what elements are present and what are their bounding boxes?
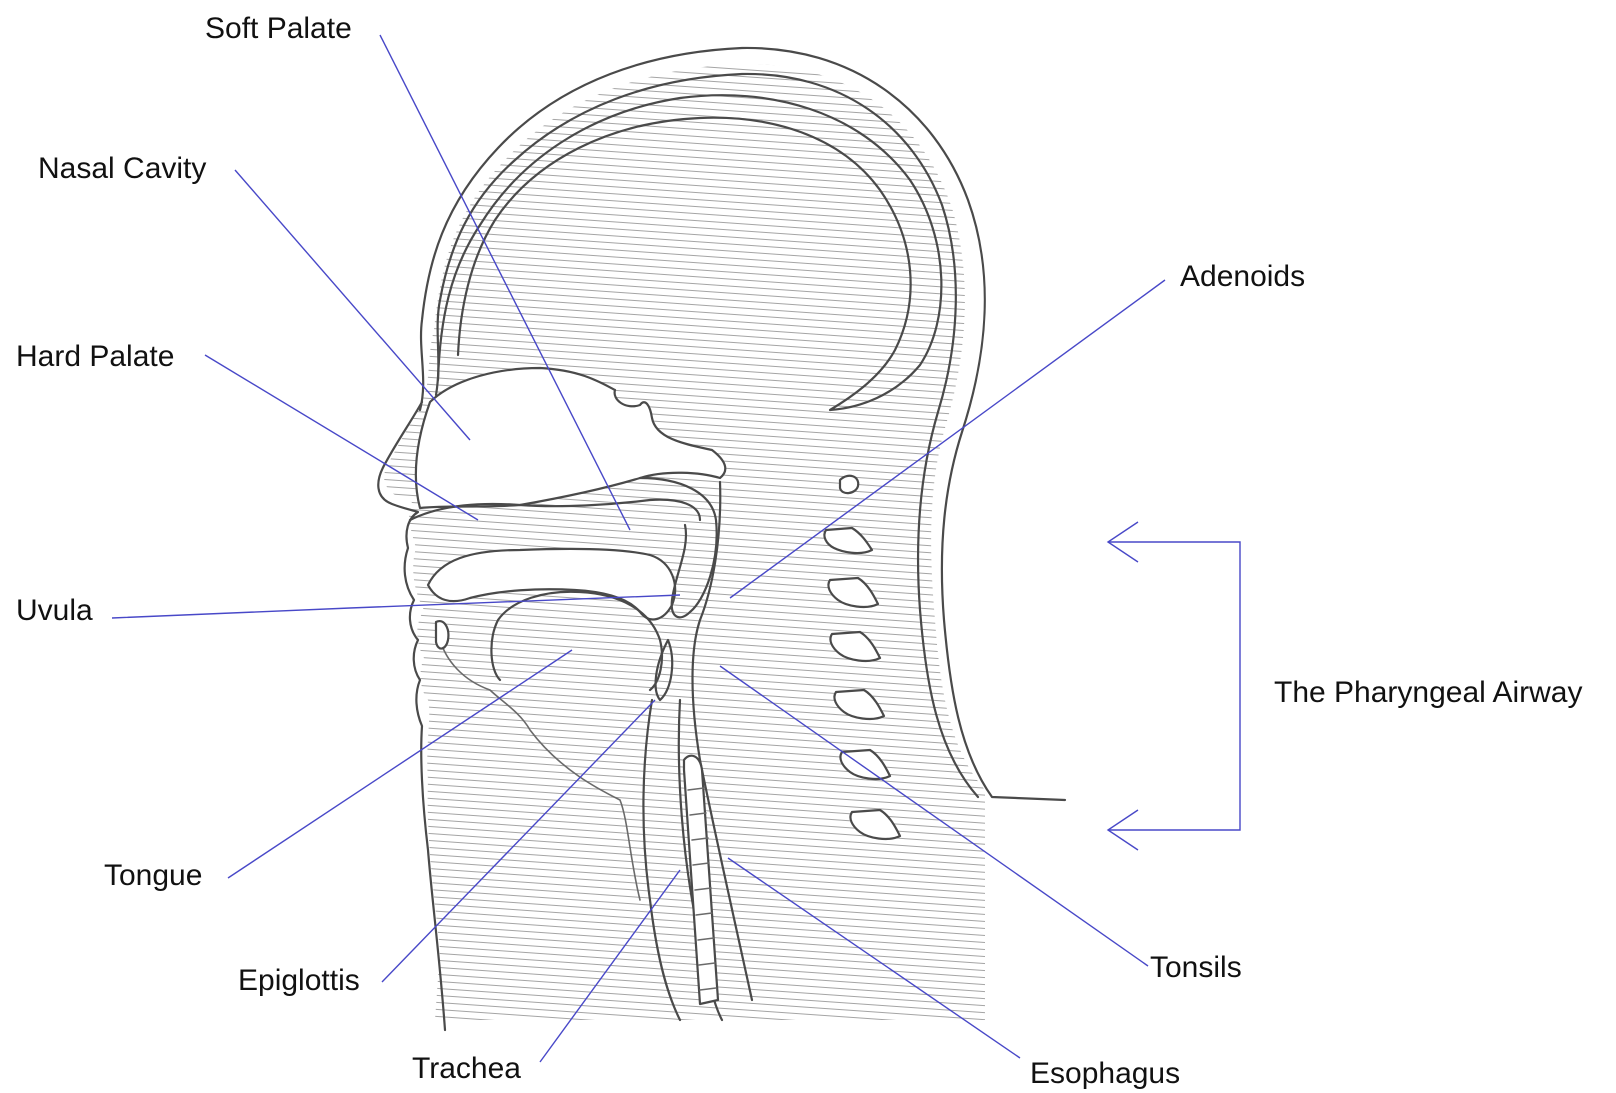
nasal-cavity-label: Nasal Cavity bbox=[38, 152, 206, 185]
adenoids-label: Adenoids bbox=[1180, 260, 1305, 293]
tonsils-label: Tonsils bbox=[1150, 951, 1242, 984]
vertebra bbox=[840, 476, 858, 493]
front-teeth-shape bbox=[436, 621, 448, 648]
esophagus-label: Esophagus bbox=[1030, 1057, 1180, 1090]
soft-palate-label: Soft Palate bbox=[205, 12, 352, 45]
pharyngeal-airway-bracket bbox=[1108, 542, 1240, 830]
trachea-label: Trachea bbox=[412, 1052, 521, 1085]
pharyngeal-airway-label: The Pharyngeal Airway bbox=[1274, 676, 1583, 709]
uvula-label: Uvula bbox=[16, 594, 93, 627]
epiglottis-label: Epiglottis bbox=[238, 964, 360, 997]
tongue-label: Tongue bbox=[104, 859, 202, 892]
nasal-cavity-leader bbox=[235, 170, 470, 440]
head-neck-illustration bbox=[378, 48, 1065, 1030]
hard-palate-label: Hard Palate bbox=[16, 340, 174, 373]
